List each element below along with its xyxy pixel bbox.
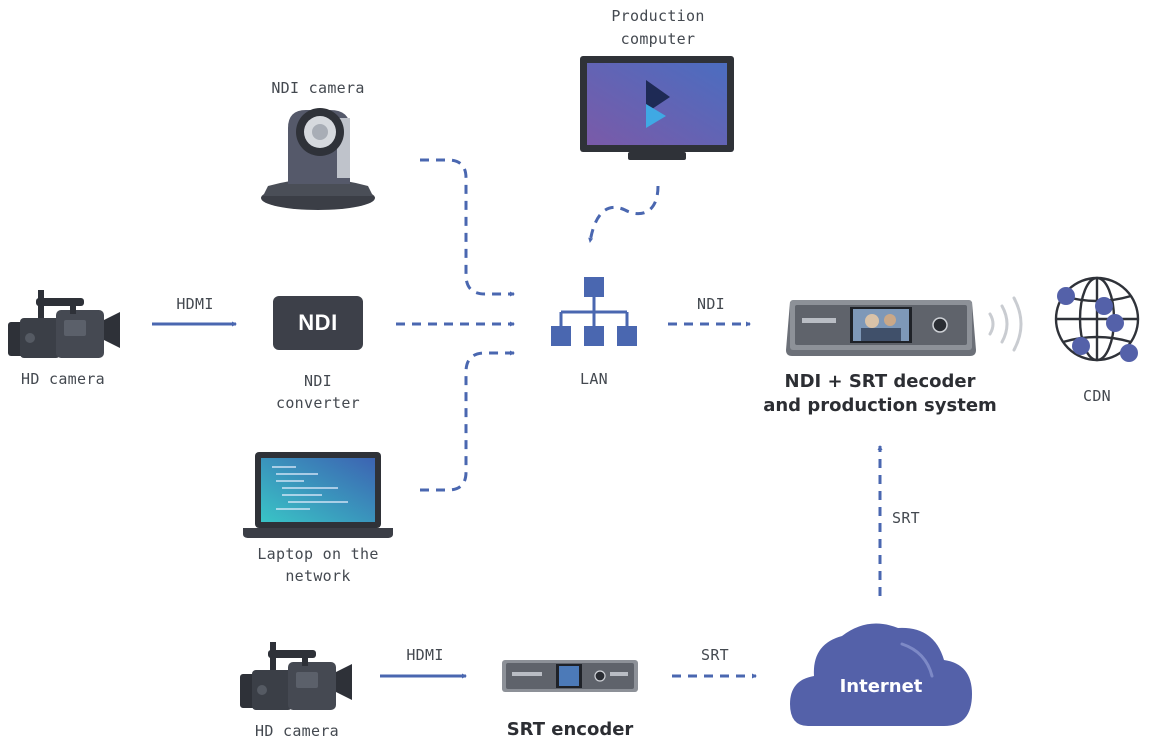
ndi-converter-icon <box>273 296 363 350</box>
cdn-label: CDN <box>1083 387 1111 405</box>
edge-label-srt-up: SRT <box>892 509 920 527</box>
hd-camera-top-label: HD camera <box>21 370 105 388</box>
decoder-label-line2: and production system <box>763 395 997 416</box>
lan-label: LAN <box>580 370 608 388</box>
edge-laptop-lan <box>420 350 515 492</box>
decoder-label-line1: NDI + SRT decoder <box>784 371 976 392</box>
globe-network-icon <box>1054 276 1140 362</box>
hd-camera-bottom-label: HD camera <box>255 722 339 740</box>
decoder-device-icon <box>786 300 976 356</box>
edge-label-hdmi-top: HDMI <box>176 295 214 313</box>
wireless-signal-icon <box>988 296 1023 352</box>
video-camera-icon <box>8 290 120 358</box>
ptz-camera-icon <box>261 108 375 210</box>
production-computer-label-line1: Production <box>611 7 705 25</box>
encoder-device-icon <box>502 660 638 692</box>
connectors <box>152 158 883 679</box>
edge-label-hdmi-bottom: HDMI <box>406 646 444 664</box>
srt-encoder-label: SRT encoder <box>506 719 634 740</box>
monitor-icon <box>580 56 734 160</box>
internet-label: Internet <box>839 676 923 697</box>
ndi-camera-label: NDI camera <box>271 79 365 97</box>
laptop-icon <box>243 452 393 538</box>
production-computer-label-line2: computer <box>620 30 696 48</box>
edge-ndicamera-lan <box>420 158 515 297</box>
laptop-label-line1: Laptop on the <box>257 545 379 563</box>
network-hierarchy-icon <box>551 277 637 346</box>
cloud-icon <box>790 623 972 726</box>
ndi-converter-label-line1: NDI <box>304 372 332 390</box>
laptop-label-line2: network <box>285 567 351 585</box>
edge-label-srt-bottom: SRT <box>701 646 729 664</box>
ndi-converter-label-line2: converter <box>276 394 360 412</box>
ndi-badge: NDI <box>298 310 338 335</box>
edge-production-lan <box>588 185 660 243</box>
video-camera-icon <box>240 642 352 710</box>
edge-label-ndi: NDI <box>697 295 725 313</box>
